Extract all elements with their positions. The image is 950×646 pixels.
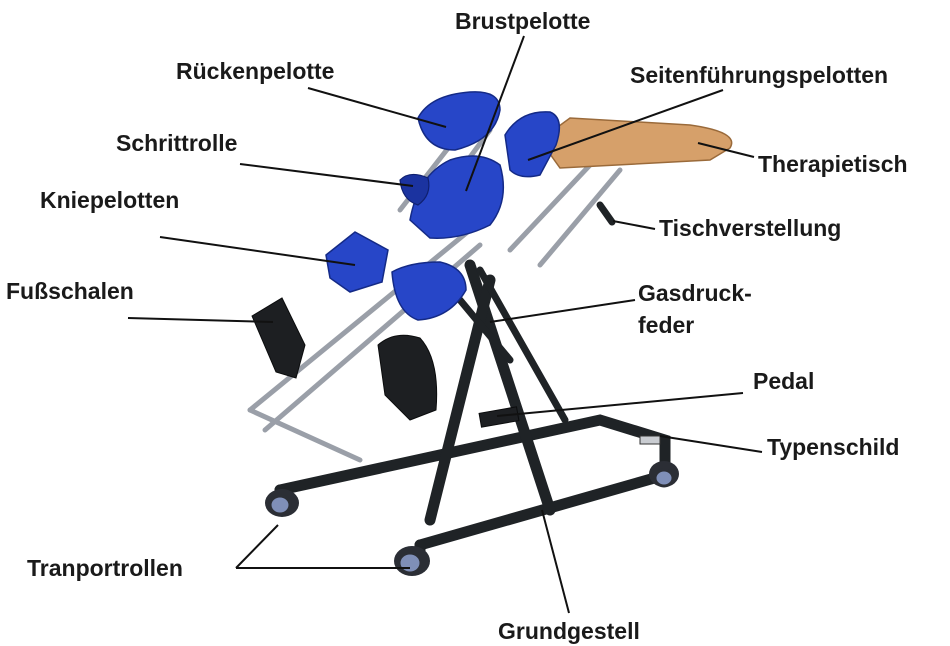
label-fussschalen: Fußschalen [6, 278, 134, 304]
label-kniepelotten: Kniepelotten [40, 187, 179, 213]
side-guide-pad [505, 112, 559, 177]
label-typenschild: Typenschild [767, 434, 900, 460]
label-therapietisch: Therapietisch [758, 151, 908, 177]
base-frame [280, 265, 665, 560]
label-grundgestell: Grundgestell [498, 618, 640, 644]
back-pad [418, 92, 500, 150]
label-tranportrollen: Tranportrollen [27, 555, 183, 581]
therapy-table [540, 118, 732, 168]
label-schrittrolle: Schrittrolle [116, 130, 237, 156]
label-brustpelotte: Brustpelotte [455, 8, 590, 34]
label-gasdruckfeder-line1: Gasdruck- [638, 280, 752, 306]
wheel-front-middle [394, 546, 430, 576]
label-tischverstellung: Tischverstellung [659, 215, 841, 241]
label-seitenfuehrungspelotten: Seitenführungspelotten [630, 62, 888, 88]
pedal [479, 407, 519, 427]
label-rueckenpelotte: Rückenpelotte [176, 58, 334, 84]
wheel-front-left [265, 489, 299, 517]
table-adjust-handle [600, 205, 612, 222]
label-pedal: Pedal [753, 368, 814, 394]
label-gasdruckfeder-line2: feder [638, 312, 694, 338]
wheel-rear-right [649, 461, 679, 487]
foot-shell-right [378, 335, 437, 420]
rating-plate [640, 436, 660, 444]
foot-shell-left [252, 298, 305, 378]
